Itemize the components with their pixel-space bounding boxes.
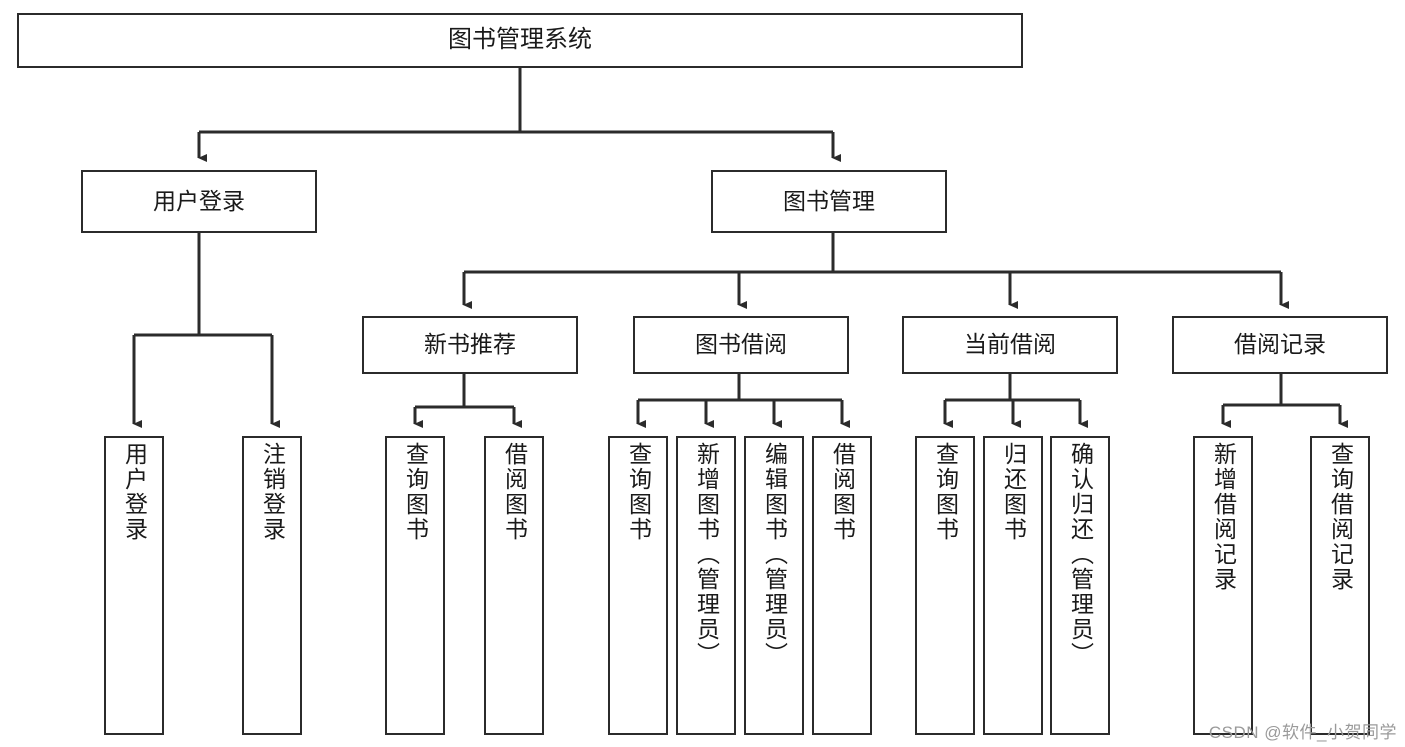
node-leaf-user-login[interactable]: 用户登录 [104,436,164,735]
node-leaf-confirm-return-label: 确认归还（管理员） [1067,442,1094,667]
node-leaf-query-record[interactable]: 查询借阅记录 [1310,436,1370,735]
node-book-manage[interactable]: 图书管理 [711,170,947,233]
node-leaf-confirm-return[interactable]: 确认归还（管理员） [1050,436,1110,735]
node-leaf-query-record-label: 查询借阅记录 [1327,442,1354,592]
node-leaf-query-book-3[interactable]: 查询图书 [915,436,975,735]
node-leaf-borrow-book-1[interactable]: 借阅图书 [484,436,544,735]
node-leaf-borrow-book-2[interactable]: 借阅图书 [812,436,872,735]
node-leaf-add-record[interactable]: 新增借阅记录 [1193,436,1253,735]
node-root-system-label: 图书管理系统 [448,26,592,54]
node-leaf-logout-login[interactable]: 注销登录 [242,436,302,735]
node-leaf-borrow-book-1-label: 借阅图书 [501,442,528,542]
node-leaf-add-book[interactable]: 新增图书（管理员） [676,436,736,735]
node-borrow-record-label: 借阅记录 [1234,331,1326,358]
node-user-login[interactable]: 用户登录 [81,170,317,233]
node-user-login-label: 用户登录 [153,187,245,214]
node-leaf-query-book-3-label: 查询图书 [932,442,959,542]
node-leaf-user-login-label: 用户登录 [121,442,148,542]
node-leaf-edit-book-label: 编辑图书（管理员） [761,442,788,667]
node-new-book-recommend-label: 新书推荐 [424,331,516,358]
node-leaf-query-book-1[interactable]: 查询图书 [385,436,445,735]
node-leaf-edit-book[interactable]: 编辑图书（管理员） [744,436,804,735]
node-leaf-add-record-label: 新增借阅记录 [1210,442,1237,592]
node-leaf-add-book-label: 新增图书（管理员） [693,442,720,667]
node-leaf-query-book-2-label: 查询图书 [625,442,652,542]
node-leaf-return-book[interactable]: 归还图书 [983,436,1043,735]
node-leaf-query-book-2[interactable]: 查询图书 [608,436,668,735]
node-book-borrow-label: 图书借阅 [695,331,787,358]
node-book-borrow[interactable]: 图书借阅 [633,316,849,374]
node-new-book-recommend[interactable]: 新书推荐 [362,316,578,374]
node-leaf-query-book-1-label: 查询图书 [402,442,429,542]
node-book-manage-label: 图书管理 [783,187,875,214]
node-leaf-return-book-label: 归还图书 [1000,442,1027,542]
node-current-borrow[interactable]: 当前借阅 [902,316,1118,374]
node-borrow-record[interactable]: 借阅记录 [1172,316,1388,374]
node-leaf-logout-login-label: 注销登录 [259,442,286,542]
node-root-system[interactable]: 图书管理系统 [17,13,1023,68]
node-current-borrow-label: 当前借阅 [964,331,1056,358]
node-leaf-borrow-book-2-label: 借阅图书 [829,442,856,542]
